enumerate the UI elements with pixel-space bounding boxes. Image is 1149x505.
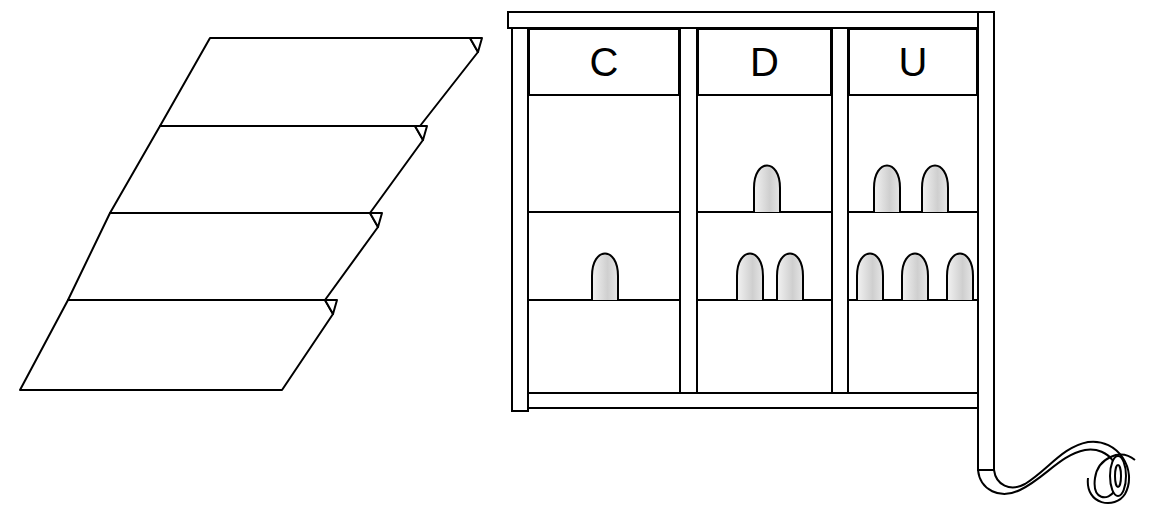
counting-frame [508, 12, 994, 470]
ribbon [978, 442, 1135, 503]
arch-tokens [592, 166, 973, 301]
column-header: C [528, 28, 680, 96]
column-header: D [697, 28, 832, 96]
shelf-lines [528, 212, 978, 300]
column-letter: C [590, 42, 619, 82]
column-header: U [848, 28, 978, 96]
folded-strips [20, 38, 482, 390]
column-letter: U [899, 42, 928, 82]
column-letter: D [750, 42, 779, 82]
